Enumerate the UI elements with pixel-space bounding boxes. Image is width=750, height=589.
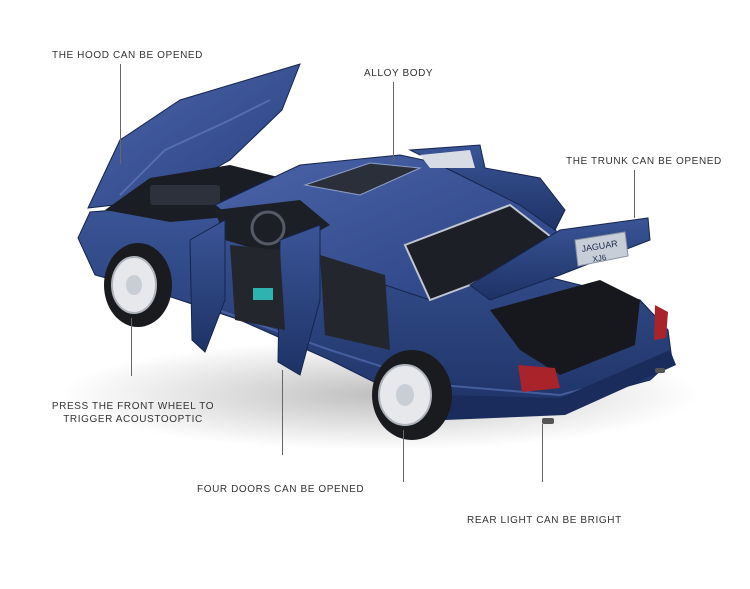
tail-light-left [518, 365, 560, 392]
rear-wheel-leader-line [403, 430, 404, 482]
windshield [215, 200, 330, 255]
wheel-callout: PRESS THE FRONT WHEEL TO TRIGGER ACOUSTO… [38, 400, 228, 426]
trunk-interior [490, 280, 640, 375]
trunk-badge-line2: XJ6 [592, 253, 608, 264]
trunk-leader-line [634, 170, 635, 218]
trunk-callout: THE TRUNK CAN BE OPENED [566, 156, 722, 167]
wheel-callout-line1: PRESS THE FRONT WHEEL TO [51, 401, 215, 412]
front-wheel [104, 243, 172, 327]
trunk-badge-plate [574, 231, 629, 267]
middle-door-open [277, 224, 321, 376]
sunroof [303, 162, 422, 196]
rear-light-leader-line [542, 424, 543, 482]
body-callout: ALLOY BODY [364, 68, 434, 79]
front-door-open [189, 219, 226, 353]
wheel-callout-line2: TRIGGER ACOUSTOOPTIC [63, 414, 203, 425]
hood-callout: THE HOOD CAN BE OPENED [52, 50, 203, 61]
doors-leader-line [282, 370, 283, 455]
hood-leader-line [120, 64, 121, 164]
rear-wheel [372, 350, 452, 440]
tail-light-right [654, 305, 668, 340]
rear-light-callout: REAR LIGHT CAN BE BRIGHT [467, 515, 622, 526]
doors-callout: FOUR DOORS CAN BE OPENED [197, 484, 365, 495]
body-leader-line [393, 82, 394, 162]
wheel-leader-line [131, 318, 132, 376]
